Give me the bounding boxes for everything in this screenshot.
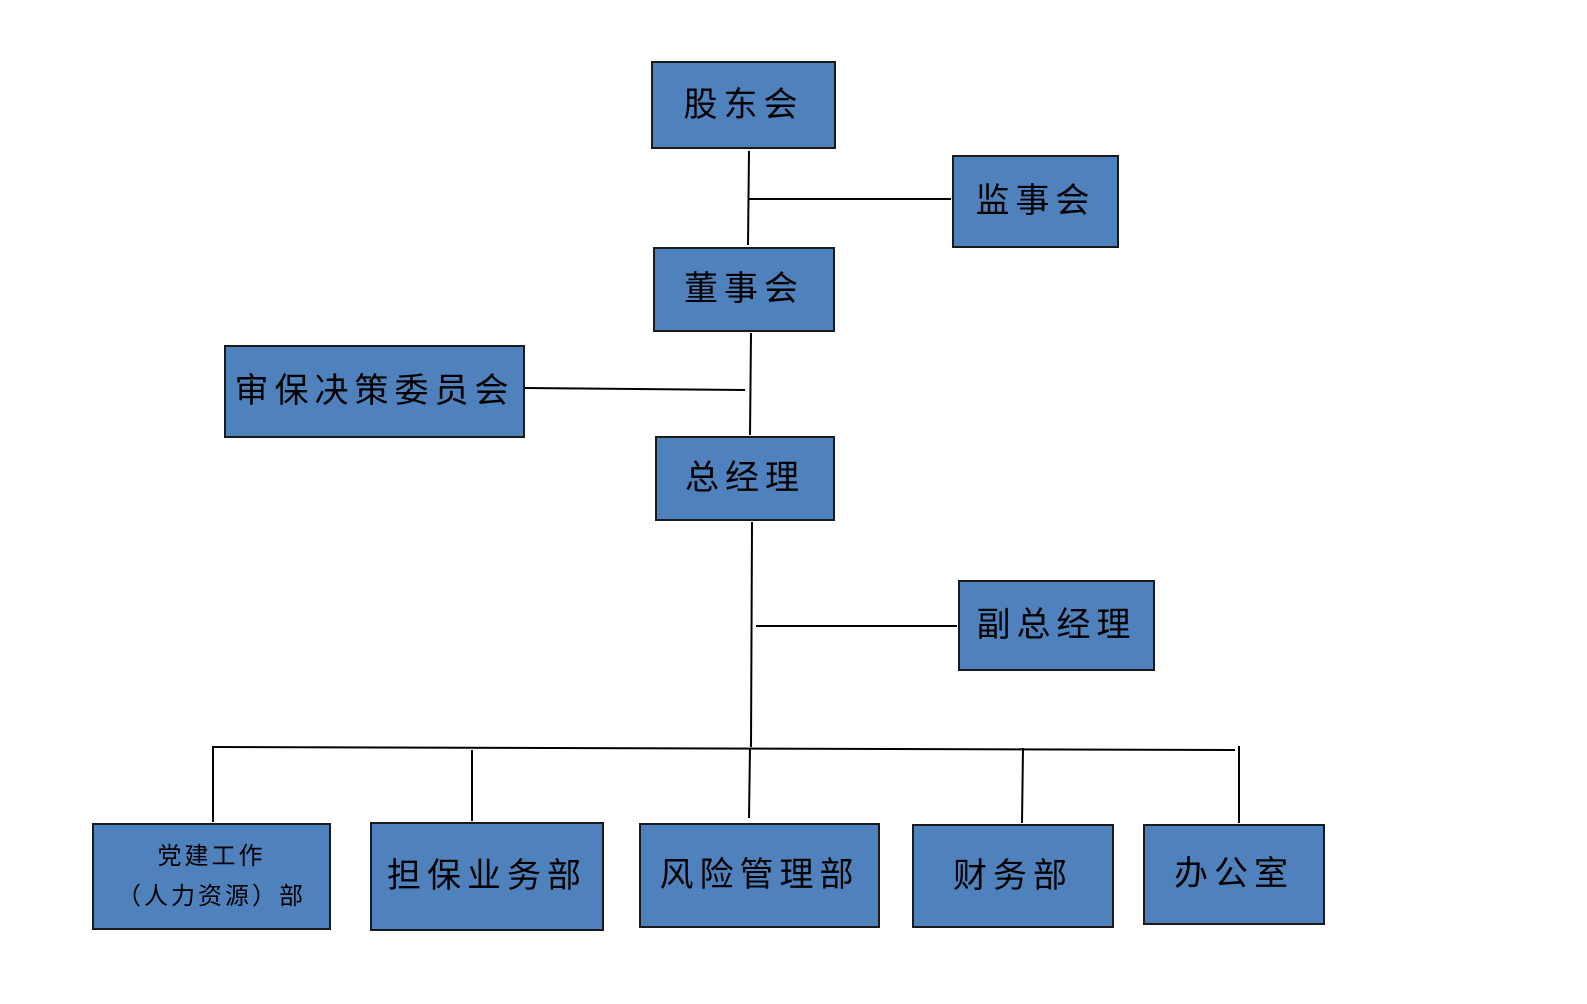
node-review-committee-label: 审保决策委员会: [234, 371, 515, 412]
node-office-dept-label: 办公室: [1174, 854, 1294, 895]
connector-risk-dept: [748, 747, 751, 819]
node-party-building-dept-label-line1: 党建工作: [157, 841, 266, 870]
connector-finance-dept: [1021, 747, 1024, 824]
node-deputy-general-manager: 副总经理: [958, 580, 1155, 671]
node-deputy-general-manager-label: 副总经理: [976, 605, 1137, 646]
node-board: 董事会: [653, 247, 835, 332]
connector-gm-departments: [750, 521, 753, 748]
node-shareholders: 股东会: [651, 61, 836, 149]
node-finance-dept-label: 财务部: [953, 855, 1073, 896]
node-general-manager: 总经理: [655, 436, 835, 521]
node-risk-management-dept: 风险管理部: [639, 823, 880, 928]
node-general-manager-label: 总经理: [685, 458, 805, 499]
node-board-label: 董事会: [684, 269, 804, 310]
node-guarantee-business-dept-label: 担保业务部: [387, 856, 587, 897]
node-party-building-dept-label-line2: （人力资源）部: [117, 881, 306, 910]
node-supervisors: 监事会: [952, 155, 1119, 248]
node-guarantee-business-dept: 担保业务部: [370, 822, 604, 931]
node-supervisors-label: 监事会: [975, 181, 1096, 222]
connector-review-committee: [524, 387, 746, 391]
node-party-building-dept: 党建工作 （人力资源）部: [92, 823, 331, 930]
node-finance-dept: 财务部: [912, 824, 1114, 928]
connector-department-bus: [211, 746, 1236, 751]
node-shareholders-label: 股东会: [683, 84, 804, 125]
connector-board-gm: [749, 332, 752, 436]
node-office-dept: 办公室: [1143, 824, 1325, 925]
node-review-committee: 审保决策委员会: [224, 345, 525, 438]
node-risk-management-dept-label: 风险管理部: [659, 855, 860, 896]
